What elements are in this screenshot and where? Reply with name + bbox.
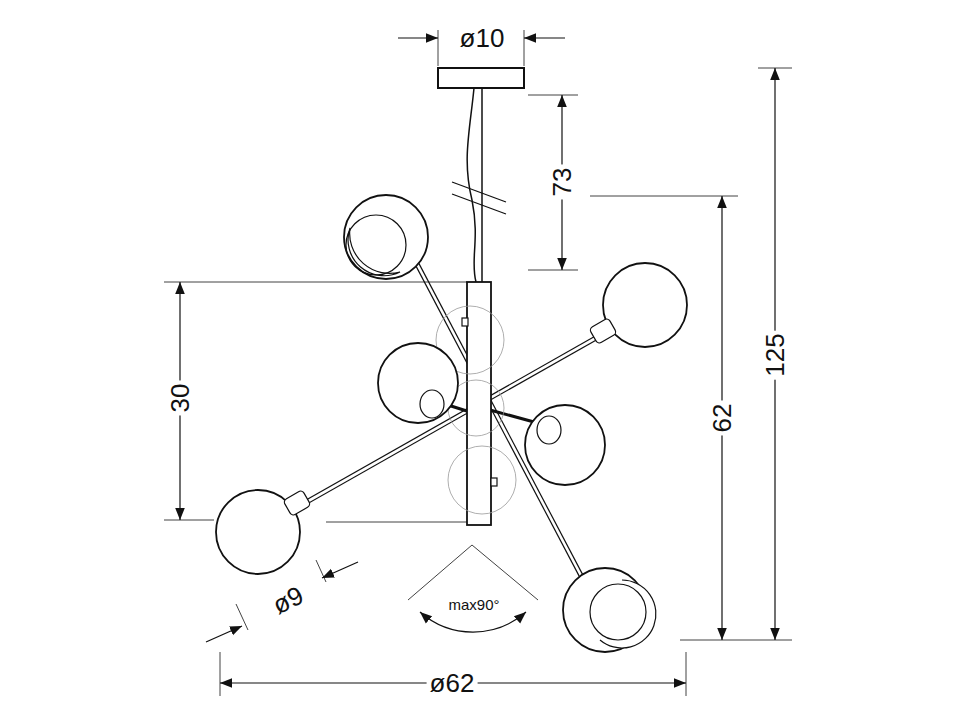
dimension-label: ø9	[266, 579, 311, 620]
dimension-label: 73	[548, 165, 576, 200]
dimension-label: ø10	[457, 24, 508, 52]
dimension-label: 125	[761, 330, 789, 379]
dimension-label: ø62	[427, 669, 478, 697]
angle-label: max90°	[446, 597, 501, 612]
dimension-label: 30	[166, 381, 194, 416]
dimension-label: 62	[708, 401, 736, 436]
